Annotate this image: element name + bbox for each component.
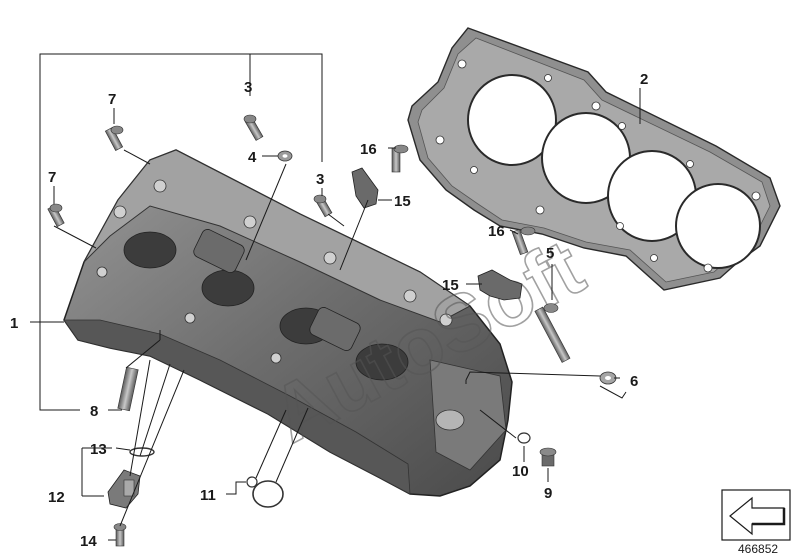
bolt-7-left bbox=[47, 203, 65, 228]
label-part-15-right[interactable]: 15 bbox=[442, 277, 459, 294]
label-part-3-right[interactable]: 3 bbox=[316, 171, 324, 188]
sensor-12 bbox=[107, 469, 141, 509]
label-part-14[interactable]: 14 bbox=[80, 533, 97, 550]
stud-bolt-5 bbox=[534, 303, 571, 363]
bolt-3-right bbox=[313, 194, 333, 218]
reference-box: 466852 bbox=[721, 489, 791, 556]
label-part-1[interactable]: 1 bbox=[10, 315, 18, 332]
label-part-5[interactable]: 5 bbox=[546, 245, 554, 262]
cylinder-head-gasket bbox=[407, 27, 781, 291]
label-part-10[interactable]: 10 bbox=[512, 463, 529, 480]
plug-screw-9 bbox=[539, 447, 557, 467]
seal-ring-10 bbox=[517, 432, 531, 444]
part-labels: 1 2 3 3 4 5 6 7 7 8 9 10 11 12 13 14 15 … bbox=[10, 71, 648, 550]
washer-6 bbox=[599, 371, 617, 385]
bolt-16-upper bbox=[391, 144, 409, 173]
label-part-8[interactable]: 8 bbox=[90, 403, 98, 420]
label-part-11[interactable]: 11 bbox=[200, 487, 216, 504]
sleeve-8 bbox=[117, 366, 139, 412]
reference-number: 466852 bbox=[738, 542, 778, 556]
label-part-12[interactable]: 12 bbox=[48, 489, 65, 506]
seal-rings-11 bbox=[246, 476, 284, 508]
label-part-7-upper[interactable]: 7 bbox=[108, 91, 116, 108]
label-part-16-upper[interactable]: 16 bbox=[360, 141, 377, 158]
cylinder-head bbox=[63, 149, 513, 497]
label-part-6[interactable]: 6 bbox=[630, 373, 638, 390]
o-ring-13 bbox=[129, 447, 155, 457]
label-part-16-right[interactable]: 16 bbox=[488, 223, 505, 240]
washer-4 bbox=[277, 150, 293, 162]
label-part-13[interactable]: 13 bbox=[90, 441, 107, 458]
leader-lines bbox=[30, 53, 641, 541]
label-part-3-upper[interactable]: 3 bbox=[244, 79, 252, 96]
bolt-14 bbox=[113, 523, 127, 547]
sensor-15-right bbox=[477, 269, 523, 301]
label-part-15-upper[interactable]: 15 bbox=[394, 193, 411, 210]
sensor-15-upper bbox=[351, 167, 379, 209]
bolt-3-upper bbox=[243, 114, 264, 141]
bolt-16-right bbox=[511, 226, 536, 256]
label-part-9[interactable]: 9 bbox=[544, 485, 552, 502]
label-part-4[interactable]: 4 bbox=[248, 149, 257, 166]
bolt-7-upper bbox=[104, 125, 124, 151]
label-part-7-left[interactable]: 7 bbox=[48, 169, 56, 186]
label-part-2[interactable]: 2 bbox=[640, 71, 648, 88]
